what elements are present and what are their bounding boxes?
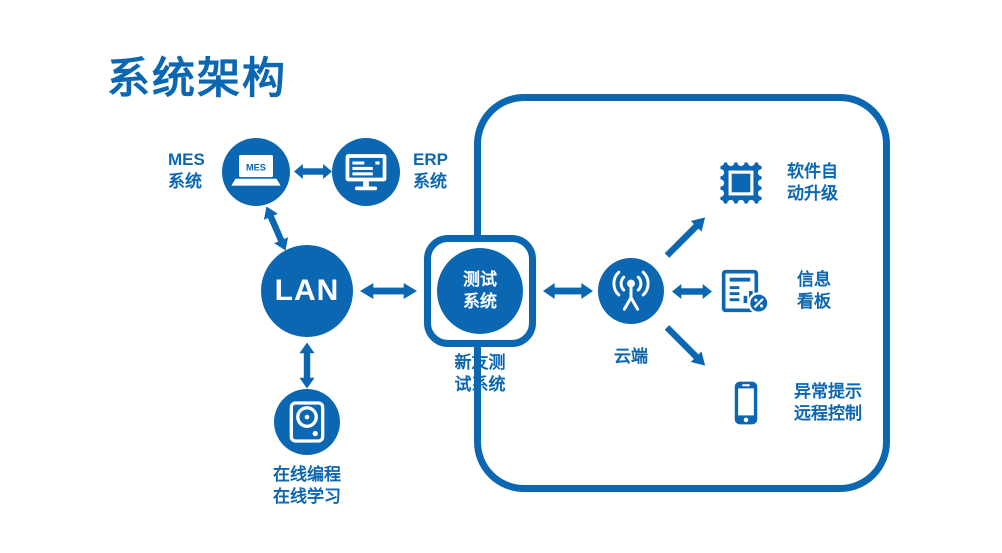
arrow-cloud-infoboard <box>672 283 712 300</box>
software-upgrade-label: 软件自 动升级 <box>787 162 838 203</box>
remote-control-label: 异常提示 远程控制 <box>794 382 862 423</box>
cloud-caption: 云端 <box>614 347 648 366</box>
software-upgrade-node <box>712 154 770 212</box>
arrow-lan-online <box>299 342 316 389</box>
antenna-icon <box>612 270 650 311</box>
arrow-cloud-upgrade <box>661 211 711 261</box>
arrow-cloud-remote <box>661 321 711 371</box>
test-system-box: 测试 系统 <box>424 235 536 347</box>
smartphone-icon <box>734 381 758 425</box>
cloud-node <box>598 258 664 324</box>
mes-node: MES <box>222 138 290 206</box>
erp-node <box>332 138 400 206</box>
remote-control-node <box>719 376 773 430</box>
online-learning-caption: 在线编程 在线学习 <box>273 465 341 506</box>
erp-label: ERP 系统 <box>413 150 448 191</box>
arrow-test-cloud <box>543 282 593 300</box>
monitor-icon <box>345 154 387 191</box>
mes-label: MES 系统 <box>168 150 205 191</box>
disk-drive-icon <box>289 401 325 443</box>
lan-node: LAN <box>261 245 353 337</box>
online-learning-node <box>274 389 340 455</box>
arrow-mes-erp <box>294 163 332 180</box>
page-title: 系统架构 <box>107 55 287 103</box>
info-board-label: 信息 看板 <box>797 270 831 311</box>
laptop-icon: MES <box>231 155 281 186</box>
arrow-lan-mes <box>259 203 294 254</box>
lan-label: LAN <box>274 274 340 307</box>
arrow-lan-test <box>360 282 417 300</box>
stamp-icon <box>716 158 766 208</box>
test-system-circle: 测试 系统 <box>437 248 523 334</box>
dashboard-icon <box>721 269 770 314</box>
svg-text:MES: MES <box>246 162 266 172</box>
info-board-node <box>714 262 772 320</box>
